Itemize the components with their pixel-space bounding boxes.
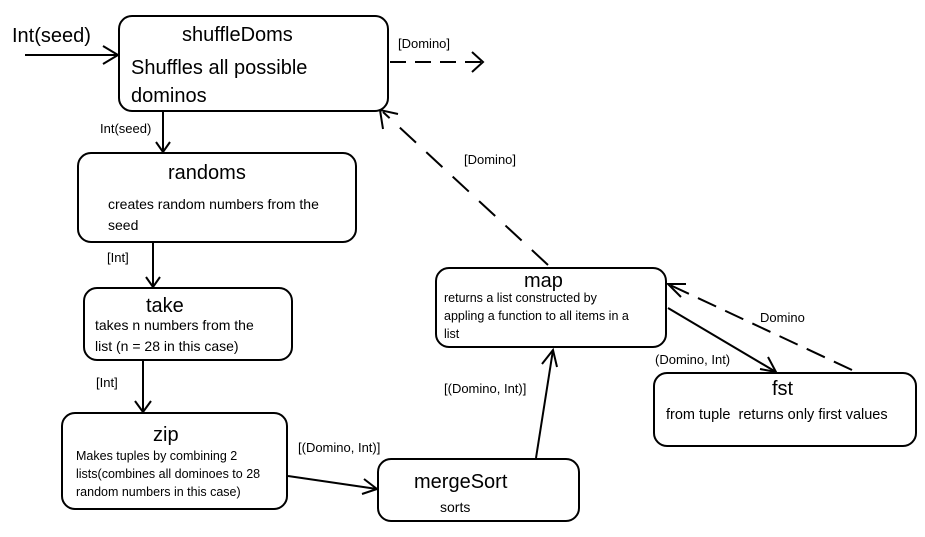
- node-map: [435, 267, 667, 348]
- node-title: shuffleDoms: [182, 24, 293, 46]
- edge-label: [Int]: [107, 250, 129, 265]
- node-title: zip: [153, 424, 179, 446]
- node-description: creates random numbers from the: [108, 196, 319, 212]
- map-to-shuffle-edge: [382, 111, 549, 266]
- edge-label: [Domino]: [398, 36, 451, 51]
- edge-label: (Domino, Int): [655, 352, 731, 367]
- node-description: Makes tuples by combining 2: [76, 449, 238, 463]
- node-description: returns a list constructed by: [444, 291, 597, 305]
- node-title: randoms: [168, 162, 246, 184]
- node-title: mergeSort: [414, 471, 508, 493]
- edge-label: [Domino]: [464, 152, 517, 167]
- fst-to-map-edge: [669, 284, 853, 371]
- output-arrowhead: [471, 51, 485, 73]
- node-description: appling a function to all items in a: [444, 309, 629, 323]
- node-title: take: [146, 295, 184, 317]
- edge-label: [(Domino, Int)]: [444, 381, 527, 396]
- mergesort-to-map-edge: [535, 349, 554, 459]
- zip-to-mergesort-edge: [287, 475, 378, 490]
- node-description: from tuple returns only first values: [666, 407, 888, 423]
- edge-label: [(Domino, Int)]: [298, 440, 381, 455]
- edge-label: [Int]: [96, 375, 118, 390]
- node-description: sorts: [440, 499, 471, 515]
- map-to-fst-edge: [667, 307, 777, 373]
- edge-label: Int(seed): [100, 121, 152, 136]
- mergesort-to-map-arrowhead: [541, 347, 558, 368]
- node-description: seed: [108, 217, 139, 233]
- node-description: dominos: [131, 85, 207, 107]
- node-shuffledoms: [118, 15, 389, 112]
- input-label: Int(seed): [12, 25, 91, 47]
- fst-to-map-arrowhead: [665, 283, 686, 298]
- node-randoms: [77, 152, 357, 243]
- node-description: list: [444, 327, 460, 341]
- node-description: random numbers in this case): [76, 485, 241, 499]
- node-title: map: [524, 270, 563, 292]
- edge-label: Domino: [760, 310, 805, 325]
- node-mergesort: [377, 458, 580, 522]
- node-description: list (n = 28 in this case): [95, 338, 239, 354]
- node-take: [83, 287, 293, 361]
- node-zip: [61, 412, 288, 510]
- node-fst: [653, 372, 917, 447]
- node-title: fst: [772, 378, 794, 400]
- node-description: takes n numbers from the: [95, 317, 254, 333]
- node-description: lists(combines all dominoes to 28: [76, 467, 261, 481]
- node-description: Shuffles all possible: [131, 57, 308, 79]
